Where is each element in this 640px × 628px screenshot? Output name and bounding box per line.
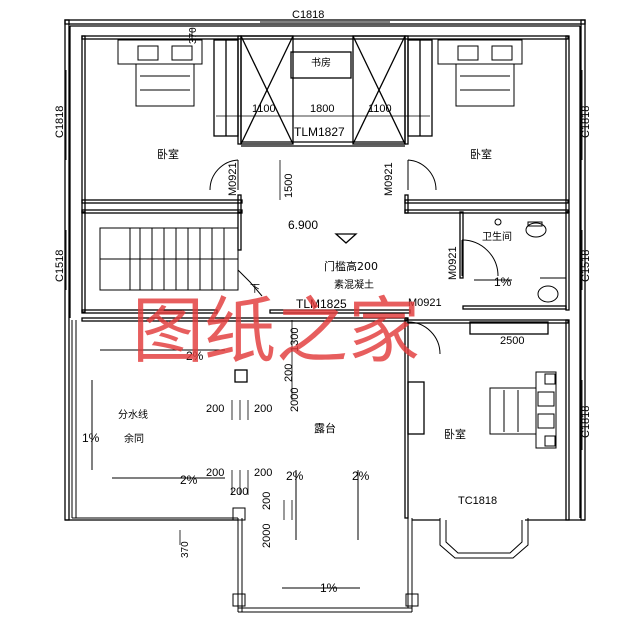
slope-2-d: 2%	[352, 469, 370, 483]
door-label-bath: M0921	[447, 246, 459, 280]
room-bedroom-right: 卧室	[470, 147, 492, 161]
slope-arrows	[91, 279, 512, 589]
elevation-label: 6.900	[288, 218, 318, 232]
concrete-note: 素混凝土	[334, 278, 374, 291]
window-label-left-upper: C1818	[54, 106, 66, 138]
stairs	[99, 227, 263, 297]
study-partition	[213, 35, 433, 147]
dim-bottom-370: 370	[180, 541, 191, 558]
slope-1-bath: 1%	[494, 275, 512, 289]
same-above-note: 余同	[124, 432, 144, 445]
door-height-note: 门槛高200	[324, 259, 378, 273]
dim-2000-a: 2000	[289, 388, 301, 412]
bath-fixtures	[494, 218, 566, 303]
window-label-bay: TC1818	[458, 495, 497, 507]
exterior-walls	[64, 19, 586, 521]
slope-2-a: 2%	[186, 349, 204, 363]
window-label-right-bath: C1518	[580, 250, 592, 282]
drain-box	[234, 369, 248, 383]
door-label-balcony: TLM1825	[296, 297, 347, 311]
dim-200-a: 200	[206, 403, 224, 415]
bay-window	[439, 518, 529, 559]
slope-2-b: 2%	[180, 473, 198, 487]
window-marks	[65, 21, 583, 450]
dim-200-b: 200	[254, 403, 272, 415]
elevation-marker	[334, 233, 358, 244]
labels: C1818 C1818 C1818 C1518 C1518 C1818 TC18…	[54, 9, 592, 595]
room-terrace: 露台	[314, 421, 336, 435]
window-label-right-bedroom: C1818	[580, 406, 592, 438]
interior-walls	[81, 35, 570, 521]
wardrobe	[407, 381, 425, 435]
bed-right	[437, 39, 523, 107]
room-study: 书房	[311, 56, 331, 69]
drain-line-note: 分水线	[118, 408, 148, 421]
window-label-left-stair: C1518	[54, 250, 66, 282]
cabinet	[469, 321, 549, 335]
dim-2000-b: 2000	[261, 524, 273, 548]
room-bath: 卫生间	[482, 230, 512, 243]
dim-2500: 2500	[500, 335, 524, 347]
slope-1-bottom: 1%	[320, 581, 338, 595]
slope-2-c: 2%	[286, 469, 304, 483]
stair-down-note: 下	[250, 284, 260, 295]
bed-left	[117, 39, 203, 107]
dim-top-370: 370	[188, 27, 199, 44]
dim-study-right: 1100	[368, 103, 392, 115]
dim-200-e: 200	[230, 486, 248, 498]
window-label-top: C1818	[292, 9, 324, 21]
room-bedroom-lower: 卧室	[444, 427, 466, 441]
door-label-study: TLM1827	[294, 125, 345, 139]
study-desk	[290, 51, 352, 79]
dim-hall-1500: 1500	[283, 174, 295, 198]
door-label-hall: M0921	[408, 297, 442, 309]
bed-lower	[489, 371, 557, 449]
watermark: 图纸之家	[132, 289, 420, 373]
dim-1300: 1300	[289, 328, 301, 352]
door-swings	[209, 159, 499, 355]
dim-200-c: 200	[206, 467, 224, 479]
dim-200-vertical-a: 200	[283, 364, 295, 382]
dim-study-mid: 1800	[310, 103, 334, 115]
door-label-left-bedroom: M0921	[227, 162, 239, 196]
dim-study-left: 1100	[252, 103, 276, 115]
terrace-railings	[71, 320, 419, 613]
dimension-lines	[179, 28, 430, 545]
dim-200-vertical-b: 200	[261, 492, 273, 510]
slope-1-left: 1%	[82, 431, 100, 445]
door-label-right-bedroom: M0921	[383, 162, 395, 196]
room-bedroom-left: 卧室	[157, 147, 179, 161]
dim-200-d: 200	[254, 467, 272, 479]
window-label-right-upper: C1818	[580, 106, 592, 138]
